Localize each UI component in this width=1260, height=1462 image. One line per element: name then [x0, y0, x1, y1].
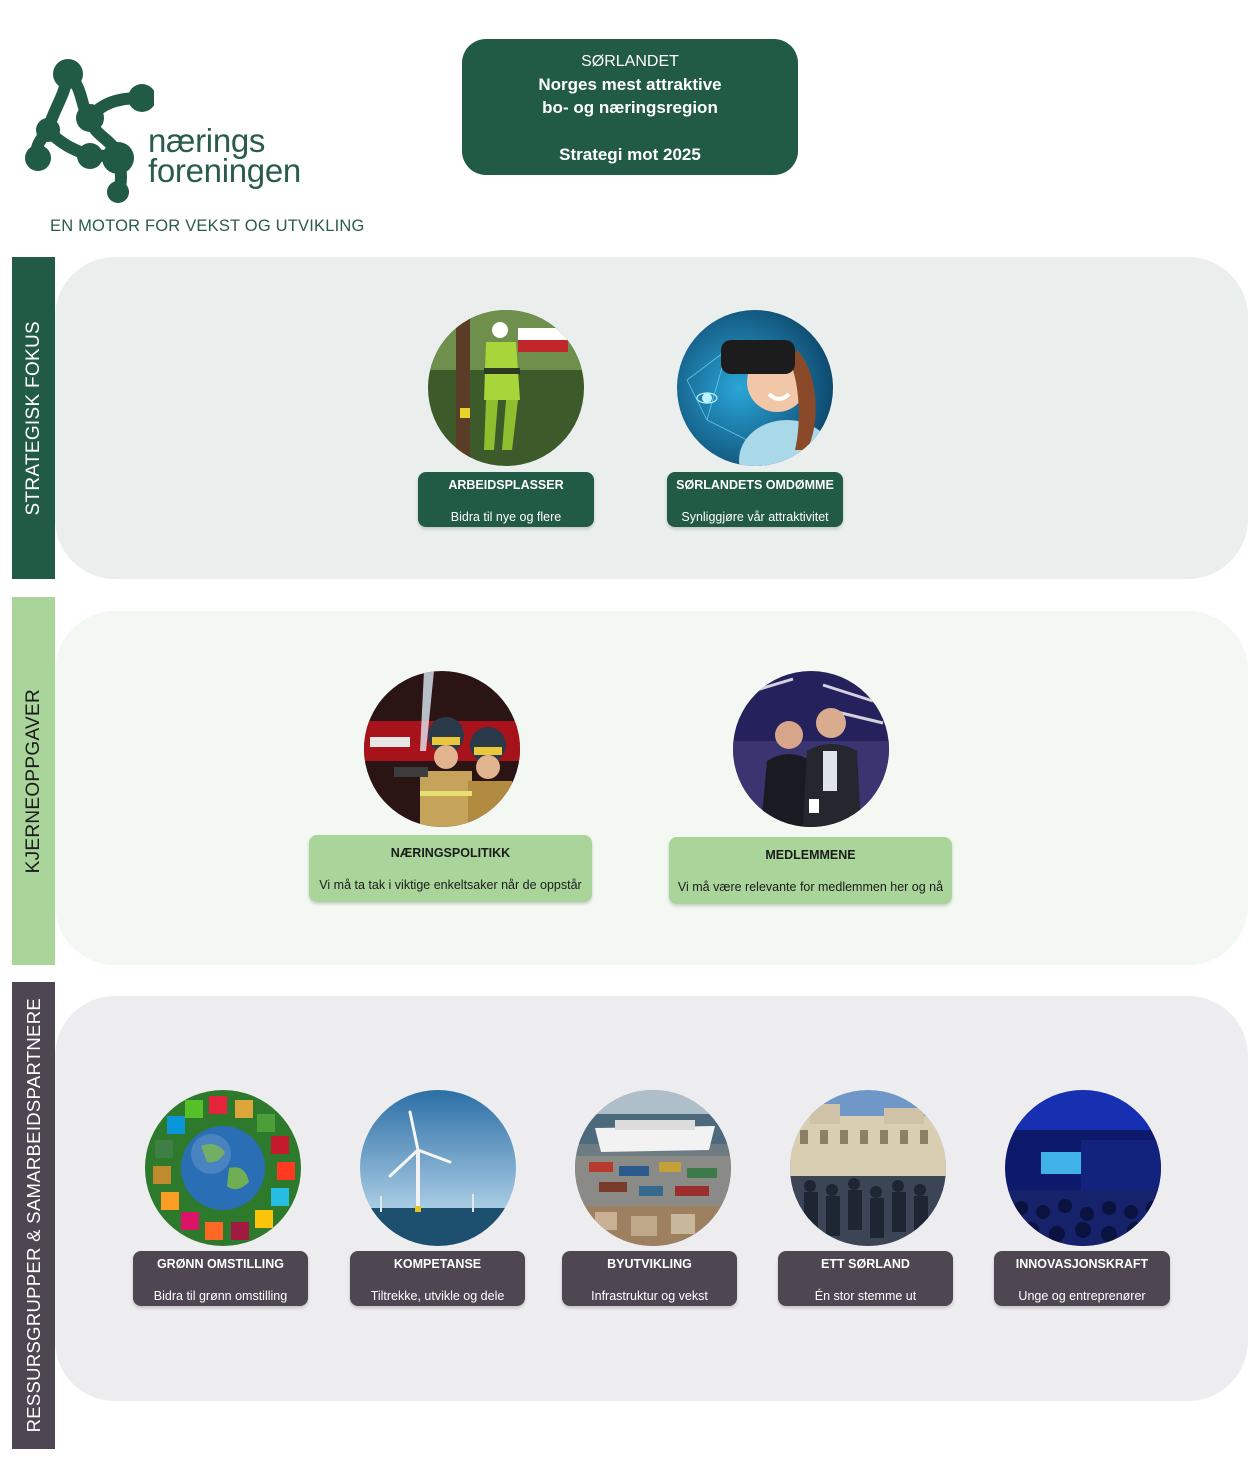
card-innovasjonskraft: INNOVASJONSKRAFT Unge og entreprenører	[994, 1251, 1170, 1306]
card-title: ETT SØRLAND	[821, 1257, 910, 1271]
card-subtitle: Bidra til nye og flere	[450, 510, 562, 524]
card-medlemmene: MEDLEMMENE Vi må være relevante for medl…	[669, 837, 952, 904]
vr-headset-photo	[677, 310, 833, 466]
card-subtitle: Bidra til grønn omstilling	[153, 1289, 288, 1303]
card-title: BYUTVIKLING	[607, 1257, 692, 1271]
header-vision-line2: bo- og næringsregion	[542, 98, 718, 117]
card-title: NÆRINGSPOLITIKK	[390, 846, 511, 860]
section-bar-ressursgrupper: RESSURSGRUPPER & SAMARBEIDSPARTNERE	[12, 982, 55, 1449]
card-sorlandets-omdomme: SØRLANDETS OMDØMME Synliggjøre vår attra…	[667, 472, 843, 527]
molecule-logo-icon	[25, 59, 154, 203]
header-region: SØRLANDET	[581, 53, 679, 70]
card-title: GRØNN OMSTILLING	[156, 1257, 285, 1271]
members-event-photo	[733, 671, 889, 827]
card-title: INNOVASJONSKRAFT	[1015, 1257, 1149, 1271]
card-subtitle: Vi må være relevante for medlemmen her o…	[677, 880, 944, 894]
lineworker-photo	[428, 310, 584, 466]
section-title: RESSURSGRUPPER & SAMARBEIDSPARTNERE	[22, 998, 44, 1433]
card-subtitle: Én stor stemme ut	[814, 1289, 917, 1303]
card-subtitle: Tiltrekke, utvikle og dele	[370, 1289, 505, 1303]
section-title: STRATEGISK FOKUS	[22, 320, 44, 516]
sdg-globe-image	[145, 1090, 301, 1246]
card-kompetanse: KOMPETANSE Tiltrekke, utvikle og dele	[350, 1251, 525, 1306]
section-bar-strategisk-fokus: STRATEGISK FOKUS	[12, 257, 55, 579]
card-subtitle: Unge og entreprenører	[1018, 1289, 1146, 1303]
header-strategy-title: Strategi mot 2025	[559, 145, 701, 164]
tagline: EN MOTOR FOR VEKST OG UTVIKLING	[50, 217, 365, 235]
conference-stage-photo	[1005, 1090, 1161, 1246]
naeringsforeningen-logo: nærings foreningen	[24, 58, 314, 203]
card-naeringspolitikk: NÆRINGSPOLITIKK Vi må ta tak i viktige e…	[309, 835, 592, 902]
logo-word-line1: nærings	[148, 122, 266, 159]
card-ett-sorland: ETT SØRLAND Én stor stemme ut	[778, 1251, 953, 1306]
strategy-header-card: SØRLANDET Norges mest attraktive bo- og …	[462, 39, 798, 175]
section-panel-kjerneoppgaver	[55, 611, 1248, 965]
firefighters-photo	[364, 671, 520, 827]
card-subtitle: Vi må ta tak i viktige enkeltsaker når d…	[319, 878, 582, 892]
section-panel-strategisk-fokus	[55, 257, 1248, 579]
card-gronn-omstilling: GRØNN OMSTILLING Bidra til grønn omstill…	[133, 1251, 308, 1306]
section-title: KJERNEOPPGAVER	[22, 688, 44, 874]
harbour-cruise-photo	[575, 1090, 731, 1246]
section-bar-kjerneoppgaver: KJERNEOPPGAVER	[12, 597, 55, 965]
card-title: ARBEIDSPLASSER	[448, 478, 564, 492]
card-title: MEDLEMMENE	[765, 848, 856, 862]
card-arbeidsplasser: ARBEIDSPLASSER Bidra til nye og flere	[418, 472, 594, 527]
logo-word-line2: foreningen	[148, 152, 301, 189]
card-title: SØRLANDETS OMDØMME	[676, 478, 834, 492]
card-title: KOMPETANSE	[393, 1257, 482, 1271]
card-subtitle: Infrastruktur og vekst	[591, 1289, 708, 1303]
parliament-crowd-photo	[790, 1090, 946, 1246]
card-subtitle: Synliggjøre vår attraktivitet	[681, 510, 829, 524]
wind-turbine-photo	[360, 1090, 516, 1246]
card-byutvikling: BYUTVIKLING Infrastruktur og vekst	[562, 1251, 737, 1306]
header-vision-line1: Norges mest attraktive	[538, 75, 722, 94]
